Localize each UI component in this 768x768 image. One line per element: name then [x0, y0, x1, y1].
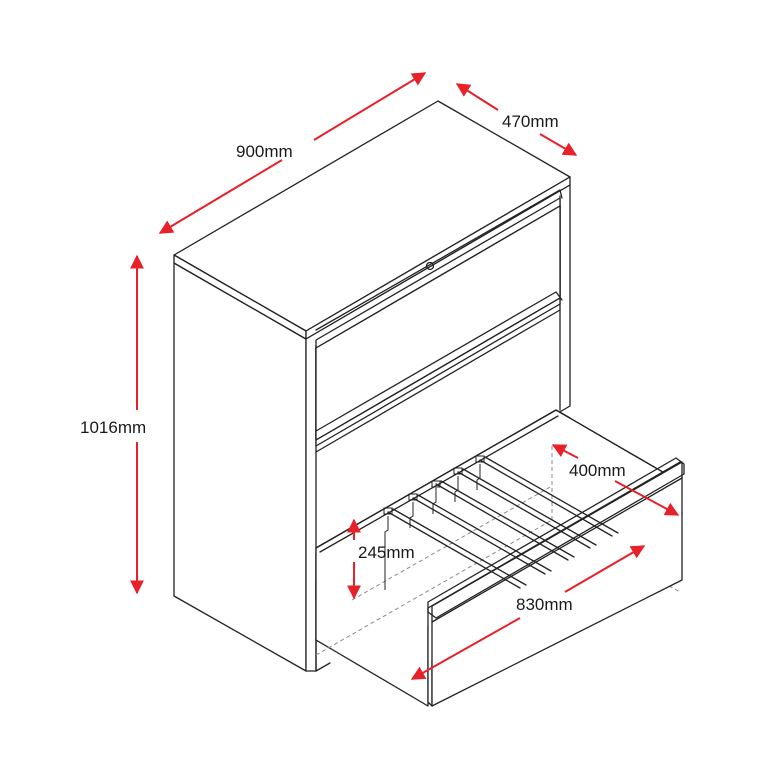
- height-label: 1016mm: [80, 418, 146, 437]
- dimension-drawer-depth: 400mm: [551, 444, 680, 516]
- dimension-depth: 470mm: [455, 83, 578, 156]
- dimension-drawer-width: 830mm: [410, 545, 646, 680]
- drawer-depth-label: 400mm: [569, 461, 626, 480]
- drawer-width-label: 830mm: [516, 595, 573, 614]
- depth-label: 470mm: [502, 112, 559, 131]
- dimension-drawer-height: 245mm: [347, 518, 415, 600]
- open-drawer: [315, 409, 685, 707]
- width-label: 900mm: [236, 142, 293, 161]
- cabinet-body: [173, 100, 571, 672]
- file-dividers: [383, 455, 619, 590]
- dimension-width: 900mm: [158, 72, 427, 234]
- lock-icon: [425, 261, 435, 271]
- drawer-height-label: 245mm: [358, 543, 415, 562]
- dimension-height: 1016mm: [80, 254, 146, 595]
